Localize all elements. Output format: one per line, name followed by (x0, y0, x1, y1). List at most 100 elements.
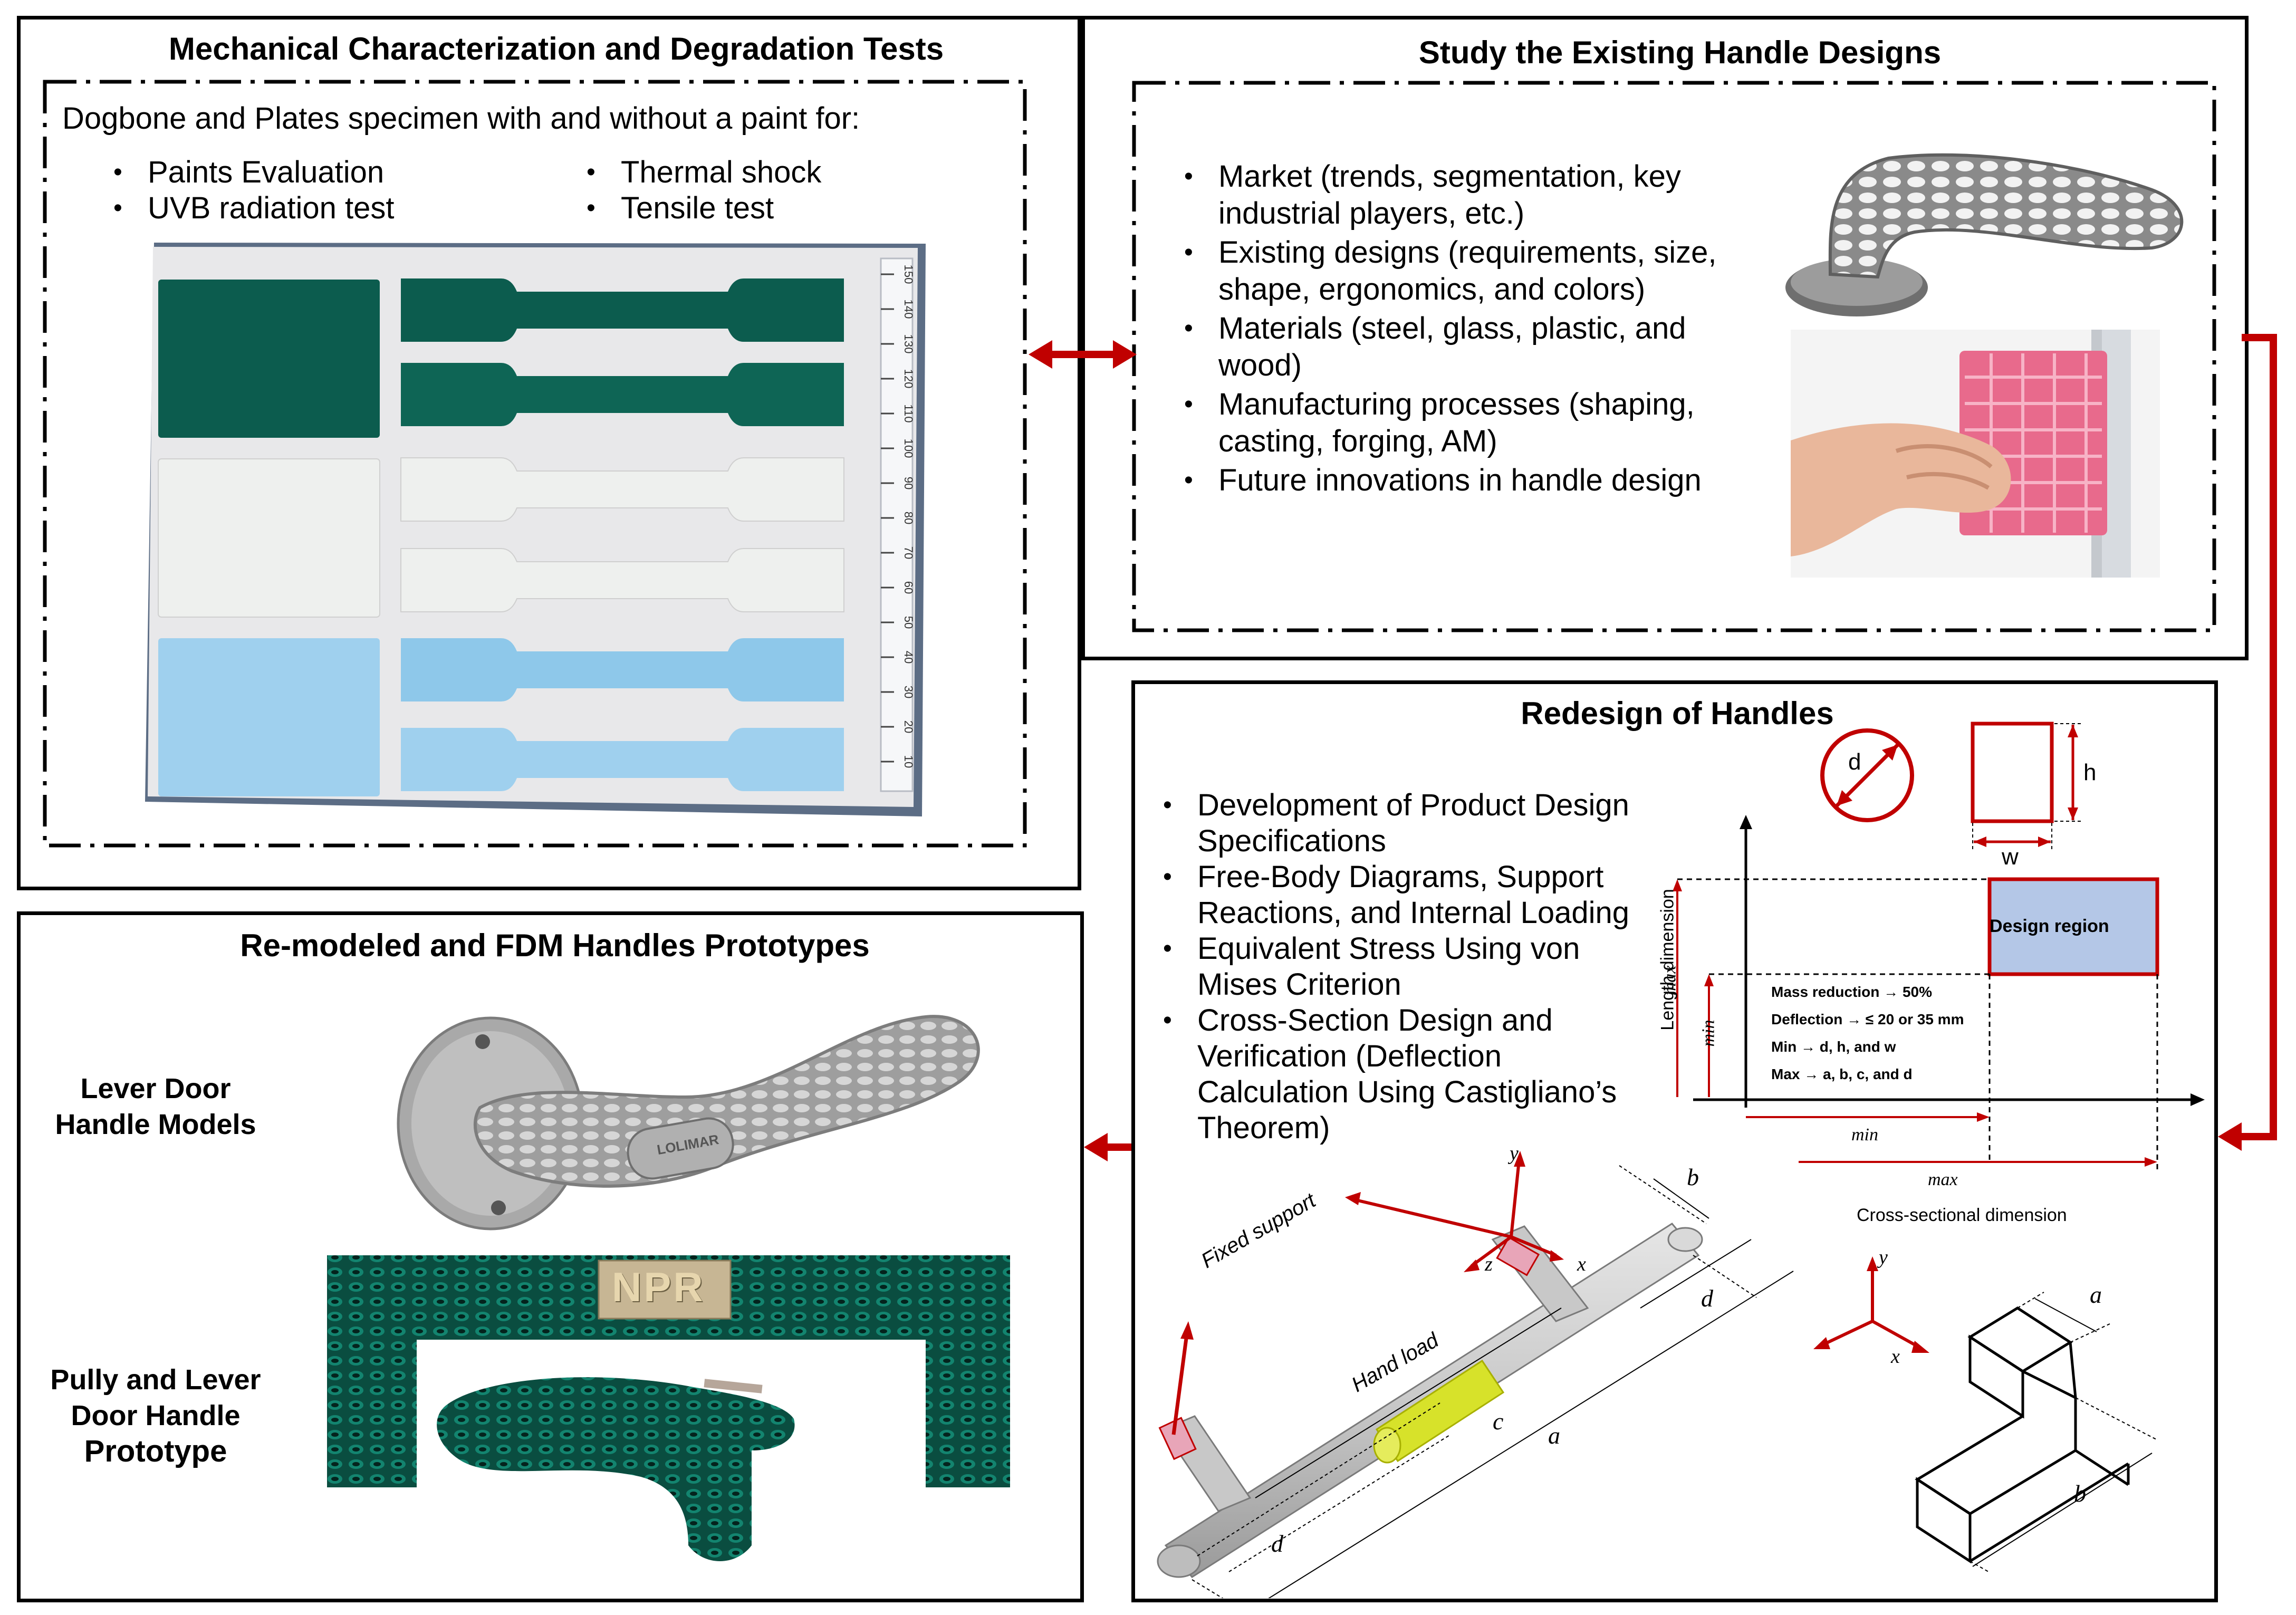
ruler: 150 140 130 120 110 100 90 80 70 60 50 40 30 20 10 (880, 257, 915, 792)
panel-redesign-title: Redesign of Handles (1521, 696, 1834, 731)
ruler-tick-label: 20 (902, 720, 915, 733)
ruler-tick-label: 100 (902, 439, 915, 458)
x-max-label: max (1928, 1170, 1958, 1189)
plate-blue (158, 638, 380, 796)
panel-prototypes (17, 911, 1084, 1602)
ruler-tick-label: 70 (902, 546, 915, 559)
ruler-tick-label: 10 (902, 755, 915, 768)
ruler-tick-label: 150 (902, 265, 915, 284)
note-deflection: Deflection → ≤ 20 or 35 mm (1771, 1011, 1964, 1027)
label-2-line: Pully and Lever (50, 1364, 261, 1396)
ruler-tick-label: 30 (902, 686, 915, 698)
ruler-tick-label: 40 (902, 651, 915, 664)
dogbone-blue-2 (401, 728, 844, 791)
right-connector (2239, 334, 2277, 1140)
mech-bullets-left: Paints Evaluation UVB radiation test (108, 155, 394, 226)
label-1-line: Handle Models (55, 1109, 256, 1140)
panel-mechanical-dashed-frame (43, 80, 1027, 848)
left-connector-head (1084, 1133, 1108, 1161)
l-axis-y: y (1879, 1246, 1888, 1268)
lever-handle-model (397, 1015, 980, 1231)
fbd-axis-x: x (1577, 1253, 1586, 1275)
l-axis-x: x (1891, 1345, 1900, 1368)
plate-white (158, 458, 380, 618)
ruler-tick-label: 110 (902, 404, 915, 422)
x-min-label: min (1851, 1125, 1878, 1145)
mech-bullet: Thermal shock (581, 155, 821, 190)
dim-d-top-label: d (1701, 1285, 1713, 1312)
panel-study-title: Study the Existing Handle Designs (1418, 35, 1942, 70)
study-bullets: Market (trends, segmentation, keyindustr… (1179, 158, 1717, 499)
double-arrow-left-head (1029, 340, 1052, 369)
panel-mechanical (17, 16, 1081, 890)
study-bullet: Materials (steel, glass, plastic, andwoo… (1179, 310, 1717, 384)
note-max: Max → a, b, c, and d (1771, 1066, 1913, 1082)
cross-section-d-label: d (1848, 749, 1861, 775)
hand-pink-handle-image (1791, 330, 2160, 578)
mech-bullet: Paints Evaluation (108, 155, 394, 190)
grey-lattice-handle-image (1785, 153, 2184, 316)
dogbone-white-1 (400, 457, 844, 522)
fbd-axis-z: z (1485, 1253, 1493, 1275)
design-region-box (1987, 877, 2159, 976)
ruler-tick-label: 50 (902, 616, 915, 629)
dogbone-white-2 (400, 548, 844, 612)
mech-bullets-right: Thermal shock Tensile test (581, 155, 821, 226)
l-shape-section (1813, 1256, 2158, 1572)
dogbone-blue-1 (401, 638, 844, 701)
ruler-tick-label: 60 (902, 581, 915, 594)
cross-section-h-label: h (2083, 760, 2097, 785)
specimen-photo: 150 140 130 120 110 100 90 80 70 60 50 40 30 20 10 (145, 243, 926, 816)
cross-section-w-label: w (2002, 844, 2019, 870)
mech-bullet: Tensile test (581, 190, 821, 226)
x-axis-label: Cross-sectional dimension (1857, 1205, 2067, 1225)
dogbone-green-1 (401, 278, 844, 342)
dim-d-bottom-label: d (1271, 1530, 1283, 1557)
ruler-tick-label: 140 (902, 300, 915, 319)
note-min: Min → d, h, and w (1771, 1039, 1896, 1055)
ruler-tick-label: 130 (902, 334, 915, 354)
panel-study-dashed-frame (1132, 81, 2216, 632)
mech-bullet: UVB radiation test (108, 190, 394, 226)
free-body-diagram (1157, 1151, 1794, 1598)
ruler-tick-label: 90 (902, 477, 915, 489)
note-mass: Mass reduction → 50% (1771, 984, 1932, 1000)
fbd-axis-y: y (1510, 1142, 1519, 1165)
study-bullet: Manufacturing processes (shaping,casting… (1179, 386, 1717, 460)
prototypes-label-2: Pully and Lever Door Handle Prototype (42, 1362, 269, 1469)
double-arrow-right-head (1113, 340, 1137, 369)
dogbone-green-2 (401, 363, 844, 426)
dim-c-label: c (1493, 1408, 1504, 1435)
ruler-tick-label: 120 (902, 369, 915, 389)
design-region-chart (1673, 815, 2205, 1171)
npr-badge-text: NPR (612, 1264, 705, 1310)
prototypes-label-1: Lever Door Handle Models (50, 1071, 261, 1142)
rectangular-cross-section (1971, 722, 2083, 852)
design-region-label: Design region (1990, 916, 2109, 936)
redesign-bullet: Development of Product DesignSpecificati… (1158, 787, 1629, 859)
circular-cross-section (1820, 728, 1914, 822)
label-1-line: Lever Door (80, 1073, 231, 1104)
panel-prototypes-title: Re-modeled and FDM Handles Prototypes (240, 928, 870, 963)
l-dim-b-label: b (2074, 1480, 2086, 1507)
green-pull-handle-prototype (327, 1255, 1010, 1561)
study-bullet: Future innovations in handle design (1179, 462, 1717, 499)
panel-mechanical-title: Mechanical Characterization and Degradat… (168, 31, 944, 66)
panel-redesign (1131, 680, 2218, 1602)
right-connector-head (2218, 1122, 2242, 1151)
label-2-line: Prototype (84, 1434, 227, 1468)
l-dim-a-label: a (2090, 1281, 2102, 1308)
ruler-tick-label: 80 (902, 512, 915, 524)
mech-intro-text: Dogbone and Plates specimen with and wit… (62, 101, 860, 136)
study-bullet: Existing designs (requirements, size,sha… (1179, 234, 1717, 308)
label-2-line: Door Handle (71, 1400, 241, 1431)
plate-green (158, 280, 380, 438)
study-bullet: Market (trends, segmentation, keyindustr… (1179, 158, 1717, 232)
redesign-bullets: Development of Product DesignSpecificati… (1158, 787, 1629, 1146)
dim-b-label: b (1687, 1164, 1699, 1190)
dim-a-label: a (1548, 1422, 1560, 1449)
